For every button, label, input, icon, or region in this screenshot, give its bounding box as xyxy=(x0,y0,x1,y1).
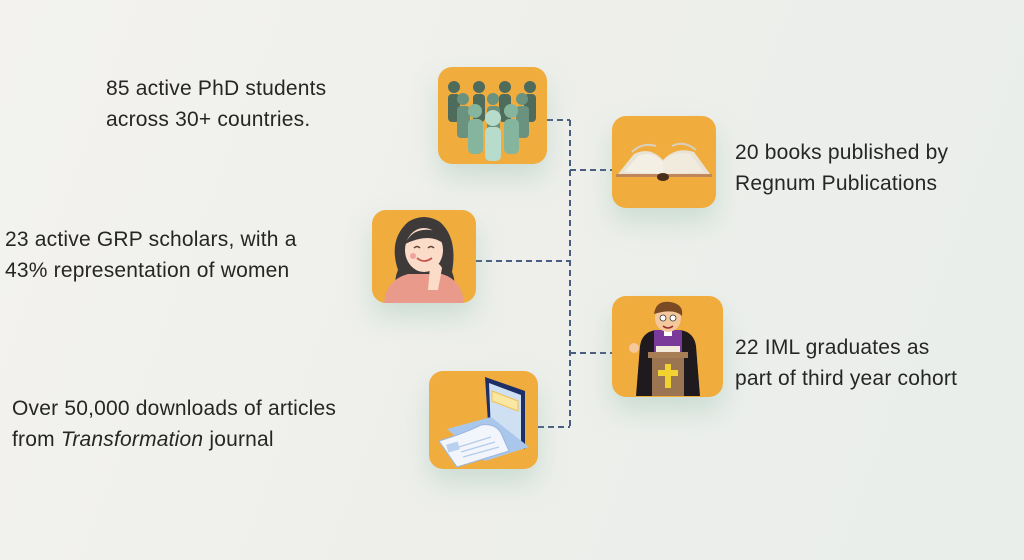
stat-line-suffix: journal xyxy=(203,428,274,451)
journal-title: Transformation xyxy=(60,428,204,451)
stat-line: across 30+ countries. xyxy=(106,108,311,131)
smiling-woman-icon xyxy=(372,210,476,303)
stat-line: 23 active GRP scholars, with a xyxy=(5,228,297,251)
stat-line: 20 books published by xyxy=(735,141,949,164)
people-group-icon xyxy=(438,67,547,164)
preacher-pulpit-icon xyxy=(612,296,723,397)
stat-books-text: 20 books published by Regnum Publication… xyxy=(735,137,948,199)
stat-line: 43% representation of women xyxy=(5,259,290,282)
stat-downloads-text: Over 50,000 downloads of articles from T… xyxy=(12,393,336,455)
stat-line: part of third year cohort xyxy=(735,367,958,390)
stat-line: 22 IML graduates as xyxy=(735,336,930,359)
stat-line: from Transformation journal xyxy=(12,424,336,455)
open-book-icon xyxy=(612,116,716,208)
stat-iml-graduates-text: 22 IML graduates as part of third year c… xyxy=(735,332,957,394)
stat-line-prefix: from xyxy=(12,428,61,451)
stat-phd-students-text: 85 active PhD students across 30+ countr… xyxy=(106,73,326,135)
stat-line: Regnum Publications xyxy=(735,172,938,195)
laptop-journal-icon xyxy=(429,371,538,469)
stat-line: Over 50,000 downloads of articles xyxy=(12,397,337,420)
stat-grp-scholars-text: 23 active GRP scholars, with a 43% repre… xyxy=(5,224,297,286)
stat-line: 85 active PhD students xyxy=(106,77,327,100)
